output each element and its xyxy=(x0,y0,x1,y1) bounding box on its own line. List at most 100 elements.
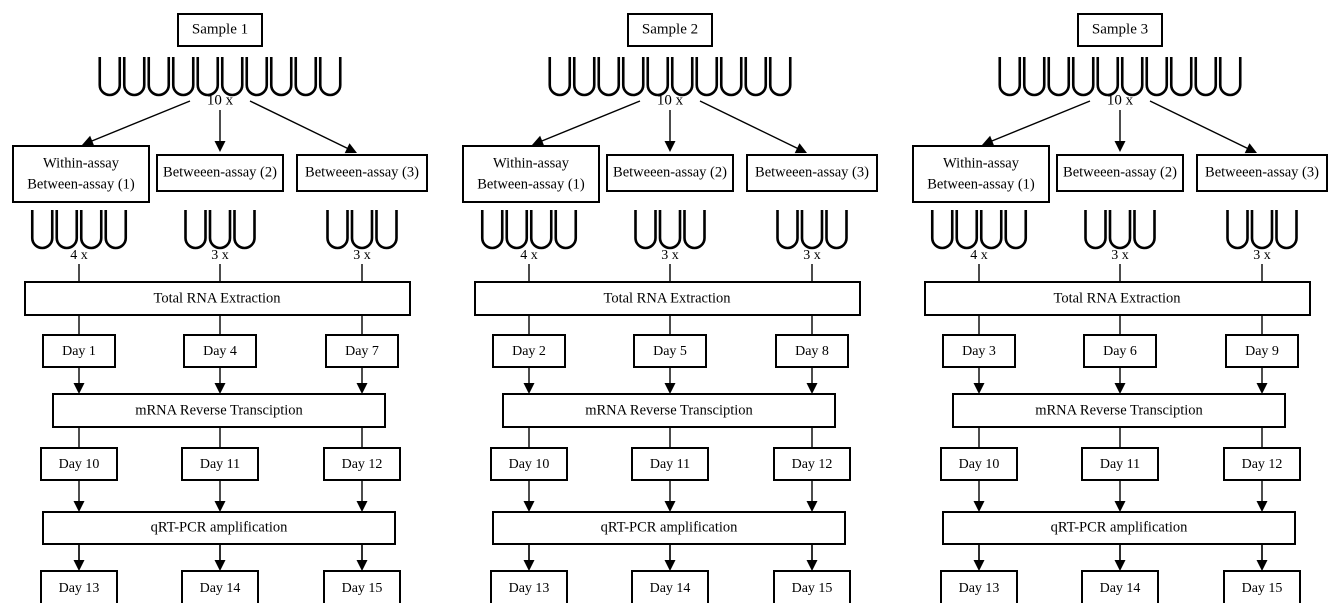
sample-tube xyxy=(695,57,719,97)
day-box xyxy=(181,570,259,606)
pcr-day-label: Day 14 xyxy=(650,581,691,596)
group-tube xyxy=(184,210,207,250)
extraction-box xyxy=(474,281,861,316)
pcr-day-label: Day 15 xyxy=(792,581,833,596)
split-count-label: 10 x xyxy=(207,92,234,108)
group-label: Betweeen-assay (2) xyxy=(1063,164,1177,180)
amplification-label: qRT-PCR amplification xyxy=(601,519,738,535)
sample-tube xyxy=(670,57,694,97)
group-tube xyxy=(1004,210,1028,250)
sample-tube xyxy=(171,57,195,97)
day-box xyxy=(1223,447,1301,481)
split-arrow-left-line xyxy=(537,100,641,144)
extraction-day-label: Day 4 xyxy=(203,344,237,359)
sample-tube xyxy=(196,57,220,97)
day-box xyxy=(631,570,709,606)
sample-tube xyxy=(719,57,743,97)
day-box xyxy=(492,334,566,368)
day-arrow-head xyxy=(73,560,85,571)
sample-tube xyxy=(597,57,621,97)
group-count-label: 3 x xyxy=(803,248,821,263)
sample-tube xyxy=(1169,57,1193,97)
day-box xyxy=(183,334,257,368)
sample-tube xyxy=(572,57,596,97)
sample-tube xyxy=(98,57,122,97)
day-arrow-head xyxy=(356,383,368,394)
extraction-label: Total RNA Extraction xyxy=(153,290,281,306)
group-label-line-2: Between-assay (1) xyxy=(27,176,135,192)
split-arrow-right-head xyxy=(1244,143,1257,154)
day-arrow-head xyxy=(523,560,535,571)
group-tube xyxy=(350,210,374,250)
group-label: Betweeen-assay (3) xyxy=(755,164,869,180)
extraction-day-label: Day 8 xyxy=(795,344,829,359)
group-tube xyxy=(505,210,529,250)
group-box xyxy=(296,154,428,192)
group-tube xyxy=(1133,210,1156,250)
extraction-day-label: Day 3 xyxy=(962,344,996,359)
day-arrow-head xyxy=(1114,501,1126,512)
split-arrow-center-head xyxy=(1114,141,1126,152)
reverse-transcription-box xyxy=(502,393,836,428)
split-count-label: 10 x xyxy=(657,92,684,108)
sample-tube xyxy=(1120,57,1144,97)
group-tube xyxy=(658,210,682,250)
reverse-transcription-label: mRNA Reverse Transciption xyxy=(135,402,303,418)
extraction-day-label: Day 1 xyxy=(62,344,96,359)
sample-tube xyxy=(768,57,792,97)
sample-label: Sample 1 xyxy=(192,21,248,37)
group-count-label: 3 x xyxy=(1253,248,1271,263)
extraction-box xyxy=(24,281,411,316)
day-box xyxy=(1223,570,1301,606)
group-tube xyxy=(233,210,256,250)
group-box xyxy=(12,145,150,203)
rt-day-label: Day 10 xyxy=(59,457,100,472)
group-count-label: 3 x xyxy=(211,248,229,263)
day-arrow-head xyxy=(973,501,985,512)
day-arrow-head xyxy=(356,560,368,571)
sample-tube xyxy=(744,57,768,97)
reverse-transcription-box xyxy=(52,393,386,428)
group-tube xyxy=(529,210,553,250)
group-tube xyxy=(104,210,128,250)
sample-tube xyxy=(646,57,670,97)
day-box xyxy=(633,334,707,368)
sample-box xyxy=(627,13,713,47)
split-arrow-left-line xyxy=(987,100,1091,144)
day-box xyxy=(1081,570,1159,606)
sample-tube xyxy=(294,57,318,97)
split-arrow-right-line xyxy=(1149,100,1252,152)
group-box xyxy=(156,154,284,192)
group-tube xyxy=(955,210,979,250)
group-tube xyxy=(1108,210,1132,250)
group-tube xyxy=(326,210,349,250)
day-arrow-head xyxy=(214,560,226,571)
sample-tube xyxy=(1194,57,1218,97)
split-arrow-center-head xyxy=(214,141,226,152)
group-tube xyxy=(1250,210,1274,250)
amplification-label: qRT-PCR amplification xyxy=(151,519,288,535)
group-tube xyxy=(1226,210,1249,250)
rt-day-label: Day 12 xyxy=(342,457,383,472)
group-tube xyxy=(979,210,1003,250)
group-tube xyxy=(208,210,232,250)
pcr-day-label: Day 15 xyxy=(1242,581,1283,596)
sample-tube xyxy=(621,57,645,97)
day-arrow-head xyxy=(1256,560,1268,571)
day-arrow-head xyxy=(1256,383,1268,394)
sample-box xyxy=(1077,13,1163,47)
pcr-day-label: Day 14 xyxy=(200,581,241,596)
amplification-box xyxy=(942,511,1296,545)
day-arrow-head xyxy=(356,501,368,512)
rt-day-label: Day 12 xyxy=(792,457,833,472)
sample-tube xyxy=(318,57,342,97)
group-tube xyxy=(825,210,848,250)
group-tube xyxy=(480,210,504,250)
sample-tube xyxy=(1096,57,1120,97)
extraction-box xyxy=(924,281,1311,316)
sample-tube xyxy=(1071,57,1095,97)
extraction-day-label: Day 5 xyxy=(653,344,687,359)
sample-tube xyxy=(245,57,269,97)
